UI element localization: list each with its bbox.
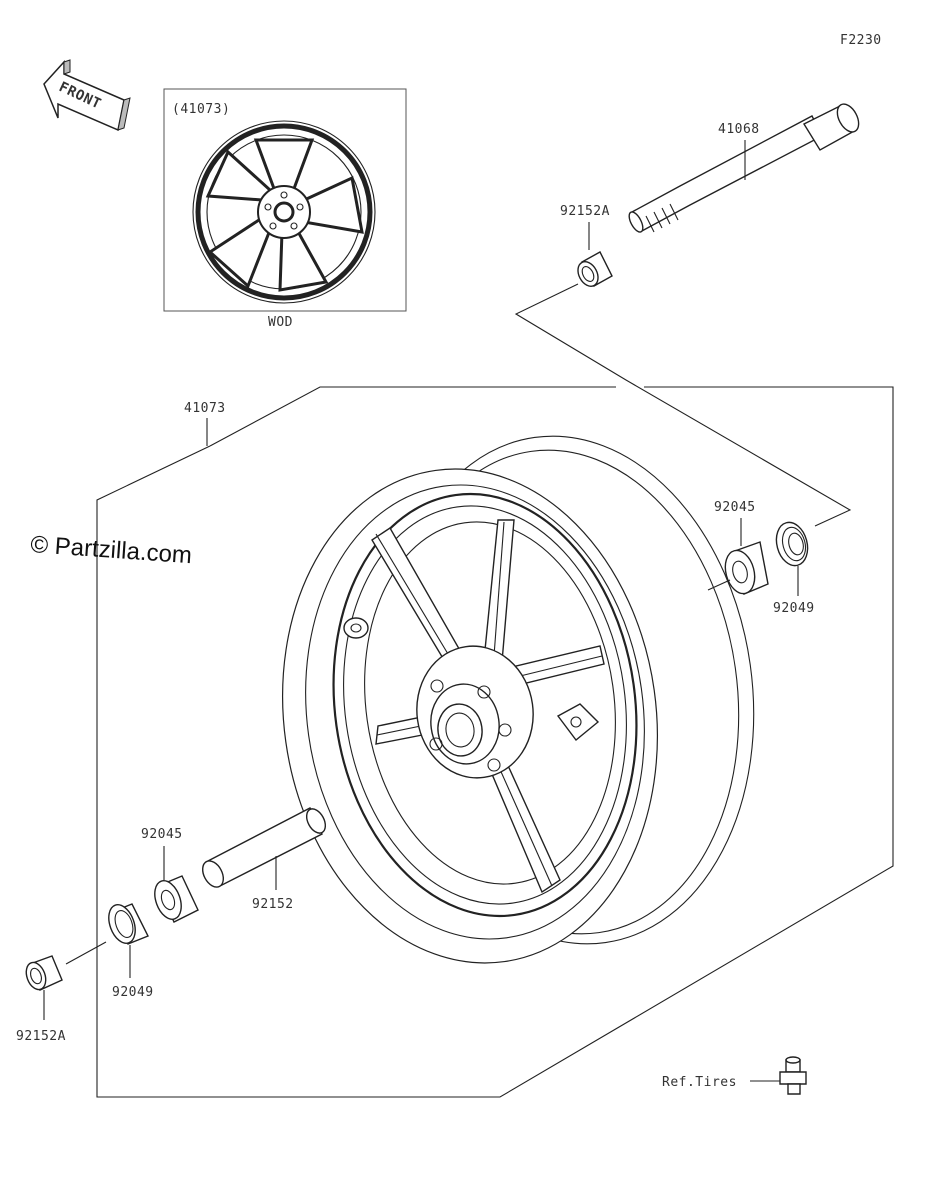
wheel-label: 41073 — [184, 401, 226, 416]
watermark: © Partzilla.com — [30, 531, 193, 569]
spacer-icon — [201, 807, 327, 888]
axle-label: 41068 — [718, 122, 760, 137]
bearing-left-label: 92045 — [141, 827, 183, 842]
ref-tires-label: Ref.Tires — [662, 1075, 737, 1090]
collar-top-icon — [577, 251, 613, 287]
seal-right-icon — [775, 521, 809, 567]
seal-right-label: 92049 — [773, 601, 815, 616]
seal-left-label: 92049 — [112, 985, 154, 1000]
front-arrow-icon: FRONT — [43, 59, 131, 132]
inset-caption: WOD — [268, 315, 293, 330]
bearing-left-icon — [154, 875, 199, 923]
bearing-right-label: 92045 — [714, 500, 756, 515]
collar-left-label: 92152A — [16, 1029, 66, 1044]
inset-wheel-icon — [192, 120, 376, 304]
collar-left-icon — [25, 955, 63, 991]
inset-part-label: (41073) — [172, 102, 230, 117]
left-axle-line — [65, 941, 107, 965]
axle-icon — [628, 103, 860, 233]
seal-left-icon — [108, 903, 149, 945]
wheel-group-bracket — [96, 386, 894, 1098]
bearing-right-icon — [724, 541, 769, 595]
bearing-right-axis — [707, 579, 731, 591]
wheel-group-bracket-top — [209, 386, 616, 447]
inset-wheel-box: (41073) WOD — [163, 88, 407, 330]
front-wheel-icon — [282, 435, 755, 964]
spacer-label: 92152 — [252, 897, 294, 912]
collar-top-label: 92152A — [560, 204, 610, 219]
axle-path-line — [514, 283, 852, 527]
diagram-id: F2230 — [840, 33, 882, 48]
valve-icon — [779, 1056, 807, 1095]
